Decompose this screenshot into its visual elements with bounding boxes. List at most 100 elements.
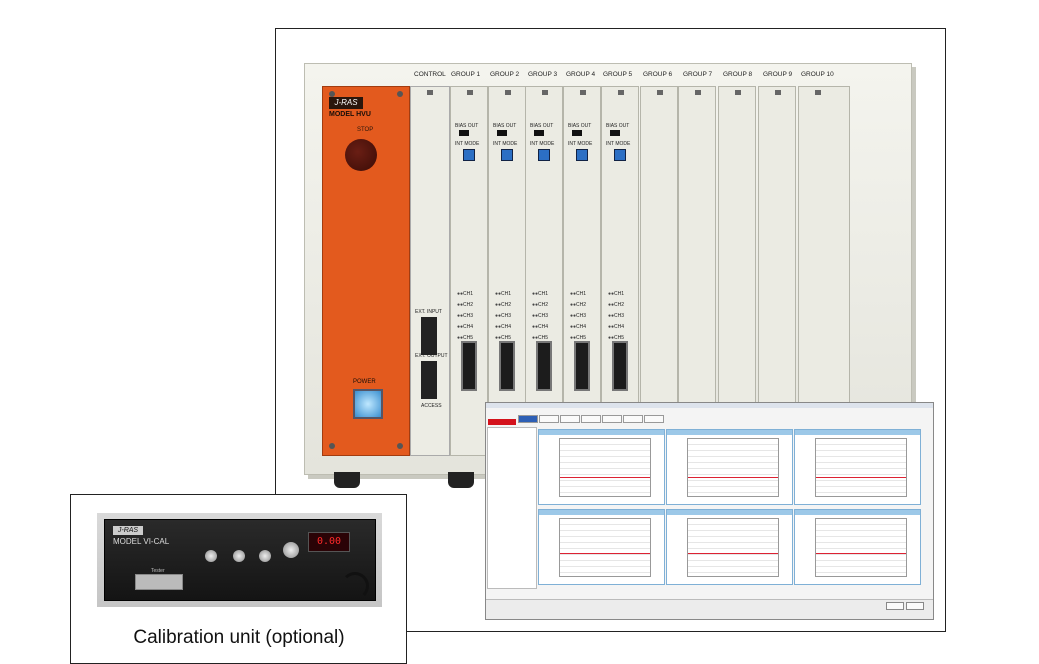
alert-indicator: [488, 419, 516, 425]
tab[interactable]: [560, 415, 580, 423]
channel-indicator: ●●CH2: [570, 302, 586, 308]
brand-logo: J-RAS: [113, 526, 143, 535]
graph-trace: [816, 477, 906, 478]
calibration-unit: J-RAS MODEL VI-CAL Tester 0.00: [104, 519, 376, 601]
screw-icon: [735, 90, 741, 95]
bias-out-label: BIAS OUT: [530, 123, 554, 129]
int-mode-button[interactable]: [614, 149, 626, 161]
stop-button[interactable]: [345, 139, 377, 171]
ext-input-label: EXT. INPUT: [415, 309, 442, 315]
screw-icon: [505, 90, 511, 95]
calibration-caption: Calibration unit (optional): [133, 627, 345, 648]
channel-led-icon: ●●: [608, 291, 615, 297]
group-label: GROUP 7: [683, 71, 713, 78]
output-connector: [612, 341, 628, 391]
monitor-graph: [666, 509, 793, 585]
int-mode-button[interactable]: [576, 149, 588, 161]
channel-label: CH1: [501, 291, 512, 297]
channel-indicator: ●●CH3: [608, 313, 624, 319]
knob-icon[interactable]: [233, 550, 245, 562]
ext-output-terminal: [421, 361, 437, 399]
channel-label: CH2: [463, 302, 474, 308]
graph-plot-area: [815, 438, 907, 497]
channel-indicator: ●●CH4: [495, 324, 511, 330]
channel-led-icon: ●●: [608, 313, 615, 319]
channel-led-icon: ●●: [457, 335, 464, 341]
group-slot: [798, 86, 850, 456]
channel-label: CH2: [614, 302, 625, 308]
channel-label: CH4: [463, 324, 474, 330]
control-label: CONTROL: [414, 71, 446, 78]
channel-led-icon: ●●: [532, 324, 539, 330]
brand-logo: J-RAS: [329, 97, 363, 109]
graph-plot-area: [687, 518, 779, 577]
channel-label: CH4: [614, 324, 625, 330]
bias-led: [497, 130, 507, 136]
ext-output-label: EXT. OUTPUT: [415, 353, 448, 359]
channel-led-icon: ●●: [457, 302, 464, 308]
tab[interactable]: [518, 415, 538, 423]
channel-indicator: ●●CH1: [532, 291, 548, 297]
ok-button[interactable]: [886, 602, 904, 610]
screw-icon: [580, 90, 586, 95]
channel-indicator: ●●CH3: [532, 313, 548, 319]
monitor-graph: [794, 509, 921, 585]
graph-header: [667, 430, 792, 435]
bias-led: [610, 130, 620, 136]
channel-indicator: ●●CH5: [495, 335, 511, 341]
channel-indicator: ●●CH1: [608, 291, 624, 297]
channel-indicator: ●●CH3: [457, 313, 473, 319]
int-mode-button[interactable]: [501, 149, 513, 161]
screw-icon: [695, 90, 701, 95]
tab[interactable]: [602, 415, 622, 423]
software-window: [485, 402, 934, 620]
channel-indicator: ●●CH1: [570, 291, 586, 297]
power-label: POWER: [353, 379, 376, 385]
cancel-button[interactable]: [906, 602, 924, 610]
channel-indicator: ●●CH5: [532, 335, 548, 341]
channel-indicator: ●●CH3: [495, 313, 511, 319]
int-mode-label: INT MODE: [455, 141, 480, 147]
graph-plot-area: [815, 518, 907, 577]
tab[interactable]: [623, 415, 643, 423]
channel-led-icon: ●●: [457, 313, 464, 319]
channel-label: CH2: [538, 302, 549, 308]
channel-indicator: ●●CH2: [495, 302, 511, 308]
screw-icon: [815, 90, 821, 95]
knob-icon[interactable]: [205, 550, 217, 562]
power-button[interactable]: [353, 389, 383, 419]
group-slot: [718, 86, 756, 456]
knob-icon[interactable]: [259, 550, 271, 562]
tab[interactable]: [539, 415, 559, 423]
int-mode-button[interactable]: [463, 149, 475, 161]
channel-indicator: ●●CH2: [457, 302, 473, 308]
channel-label: CH2: [501, 302, 512, 308]
group-label: GROUP 6: [643, 71, 673, 78]
tab[interactable]: [644, 415, 664, 423]
channel-label: CH5: [538, 335, 549, 341]
int-mode-button[interactable]: [538, 149, 550, 161]
monitor-display: 0.00: [308, 532, 350, 552]
screw-icon: [657, 90, 663, 95]
channel-label: CH4: [576, 324, 587, 330]
screw-icon: [397, 91, 403, 97]
tester-connector: [135, 574, 183, 590]
channel-indicator: ●●CH2: [608, 302, 624, 308]
graph-trace: [688, 553, 778, 554]
screw-icon: [329, 443, 335, 449]
channel-indicator: ●●CH2: [532, 302, 548, 308]
channel-indicator: ●●CH5: [457, 335, 473, 341]
screw-icon: [775, 90, 781, 95]
channel-led-icon: ●●: [495, 324, 502, 330]
group-label: GROUP 5: [603, 71, 633, 78]
channel-label: CH5: [614, 335, 625, 341]
channel-indicator: ●●CH4: [457, 324, 473, 330]
channel-label: CH3: [501, 313, 512, 319]
channel-indicator: ●●CH4: [570, 324, 586, 330]
channel-label: CH1: [538, 291, 549, 297]
tab[interactable]: [581, 415, 601, 423]
